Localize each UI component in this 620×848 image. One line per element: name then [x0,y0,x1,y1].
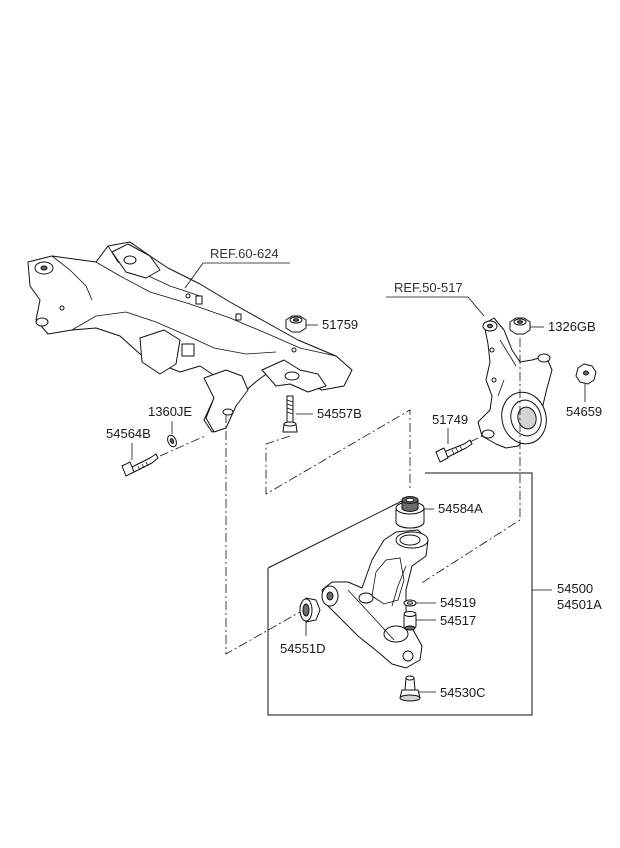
centerline-bushing-54551D [225,414,301,655]
steering-knuckle [477,317,553,449]
centerline-knuckle [419,338,521,585]
nut-51759 [285,315,307,333]
label-1360JE: 1360JE [148,404,192,419]
label-54501A: 54501A [557,597,602,612]
label-54517: 54517 [440,613,476,628]
subframe-crossmember [27,241,353,433]
bushing-54584A [395,496,425,529]
label-54584A: 54584A [438,501,483,516]
bolt-54564B [121,453,159,477]
label-54530C: 54530C [440,685,486,700]
label-54519: 54519 [440,595,476,610]
assembly-box [267,472,533,716]
label-54551D: 54551D [280,641,326,656]
reference-label-60-624: REF.60-624 [210,246,279,261]
bolt-54557B [282,395,298,433]
label-54557B: 54557B [317,406,362,421]
reference-60-624: REF.60-624 [184,246,290,289]
washer-1360JE [167,434,177,448]
label-1326GB: 1326GB [548,319,596,334]
washer-54519 [403,599,417,607]
reference-label-50-517: REF.50-517 [394,280,463,295]
label-54564B: 54564B [106,426,151,441]
lower-control-arm [321,529,429,669]
bushing-54551D [299,597,321,623]
label-51759: 51759 [322,317,358,332]
nut-54659 [575,363,597,385]
centerline-bolt-54557B [265,409,411,495]
bolt-51749 [435,439,473,463]
ball-joint-54530C [399,675,421,702]
label-51749: 51749 [432,412,468,427]
ball-joint-54517 [403,611,417,631]
reference-50-517: REF.50-517 [386,280,485,317]
label-54500: 54500 [557,581,593,596]
label-54659: 54659 [566,404,602,419]
nut-1326GB [509,317,531,335]
